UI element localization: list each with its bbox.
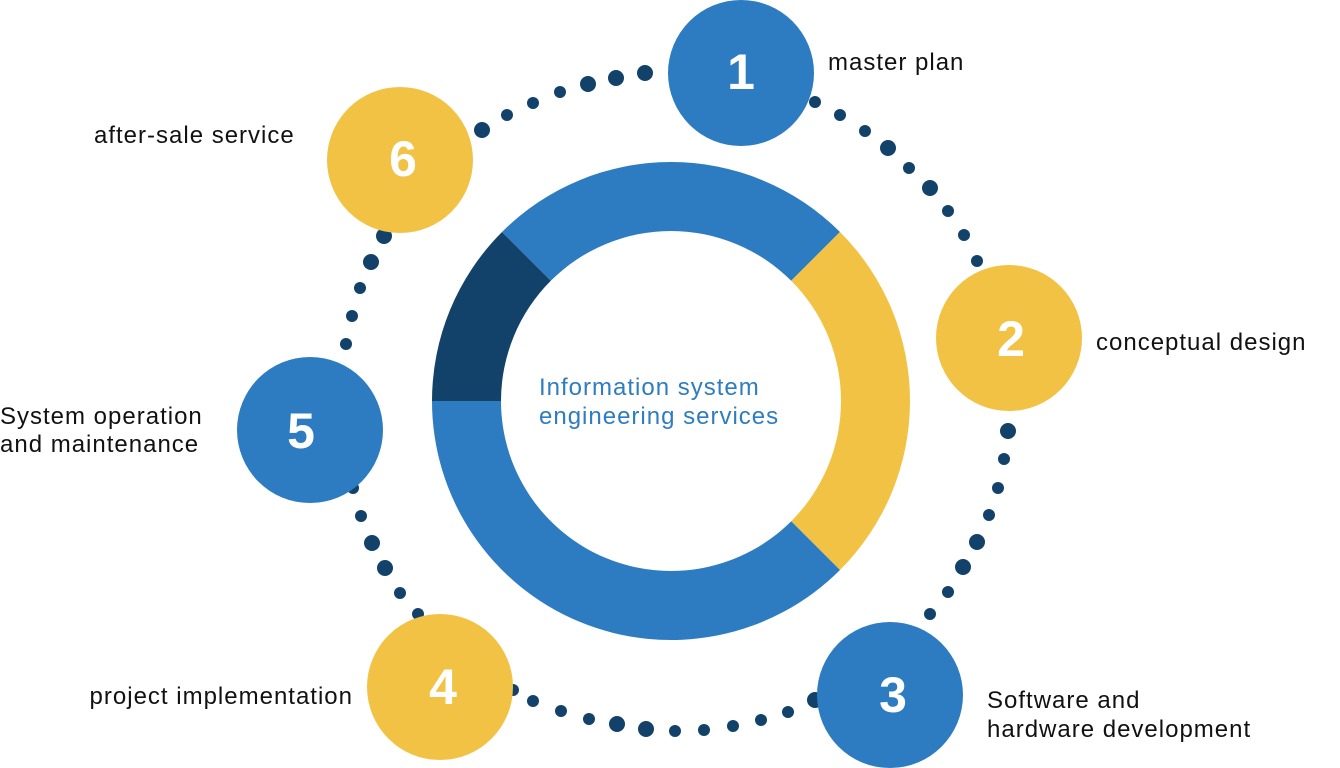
connector-dot — [354, 282, 366, 294]
step-4-circle[interactable] — [367, 614, 513, 760]
connector-dot — [998, 453, 1010, 465]
step-3-number: 3 — [879, 667, 907, 723]
step-5[interactable]: 5 System operation and maintenance — [0, 357, 383, 503]
connector-dot — [527, 695, 539, 707]
connector-dot — [924, 608, 936, 620]
connector-dot — [958, 229, 970, 241]
step-6-circle[interactable] — [327, 87, 473, 233]
step-6-label: after-sale service — [94, 122, 295, 149]
step-4-label: project implementation — [90, 683, 353, 710]
connector-dot — [554, 86, 566, 98]
connector-dot — [903, 162, 915, 174]
step-1-circle[interactable] — [668, 0, 814, 146]
connector-dot — [609, 716, 625, 732]
step-2[interactable]: 2 conceptual design — [936, 265, 1306, 411]
connector-dot — [955, 559, 971, 575]
step-2-label: conceptual design — [1096, 329, 1306, 356]
connector-dot — [983, 509, 995, 521]
step-6[interactable]: 6 after-sale service — [94, 87, 473, 233]
connector-dot — [527, 97, 539, 109]
connector-dot — [580, 76, 596, 92]
connector-dot — [698, 724, 710, 736]
step-3-label-line2: hardware development — [987, 716, 1251, 743]
connector-dot — [340, 338, 352, 350]
step-3[interactable]: 3 Software and hardware development — [817, 622, 1251, 768]
connector-dot — [394, 587, 406, 599]
connector-dot — [555, 705, 567, 717]
connector-dot — [727, 720, 739, 732]
step-2-number: 2 — [997, 311, 1025, 367]
ring-segment-top — [502, 162, 840, 281]
step-5-label-line2: and maintenance — [0, 431, 199, 458]
connector-dot — [669, 725, 681, 737]
ring-segment-upper-left — [432, 232, 551, 401]
connector-dot — [608, 70, 624, 86]
center-title-line1: Information system — [539, 374, 760, 401]
connector-dot — [859, 125, 871, 137]
step-2-circle[interactable] — [936, 265, 1082, 411]
connector-dot — [377, 560, 393, 576]
connector-dot — [363, 254, 379, 270]
connector-dot — [583, 713, 595, 725]
ring-segment-right — [791, 232, 911, 570]
connector-dot — [1000, 423, 1016, 439]
step-1-label: master plan — [828, 49, 964, 76]
step-5-label-line1: System operation — [0, 403, 203, 430]
connector-dot — [355, 510, 367, 522]
ring-segment-bottom-left — [432, 401, 840, 641]
connector-dot — [782, 706, 794, 718]
step-1[interactable]: 1 master plan — [668, 0, 964, 146]
connector-dot — [501, 109, 513, 121]
center-title-line2: engineering services — [539, 403, 779, 430]
connector-dot — [971, 255, 983, 267]
step-6-number: 6 — [389, 131, 417, 187]
connector-dot — [942, 586, 954, 598]
step-4[interactable]: 4 project implementation — [90, 614, 513, 760]
step-5-number: 5 — [287, 403, 315, 459]
connector-dot — [880, 140, 896, 156]
connector-dot — [346, 310, 358, 322]
step-5-circle[interactable] — [237, 357, 383, 503]
step-3-circle[interactable] — [817, 622, 963, 768]
connector-dot — [638, 721, 654, 737]
connector-dot — [992, 482, 1004, 494]
connector-dot — [922, 180, 938, 196]
step-4-number: 4 — [429, 659, 457, 715]
connector-dot — [809, 96, 821, 108]
connector-dot — [755, 714, 767, 726]
connector-dot — [969, 534, 985, 550]
connector-dot — [364, 535, 380, 551]
donut-ring — [432, 162, 911, 641]
connector-dot — [942, 205, 954, 217]
step-1-number: 1 — [727, 44, 755, 100]
connector-dot — [834, 109, 846, 121]
step-3-label-line1: Software and — [987, 687, 1140, 714]
connector-dot — [474, 122, 490, 138]
connector-dot — [637, 65, 653, 81]
